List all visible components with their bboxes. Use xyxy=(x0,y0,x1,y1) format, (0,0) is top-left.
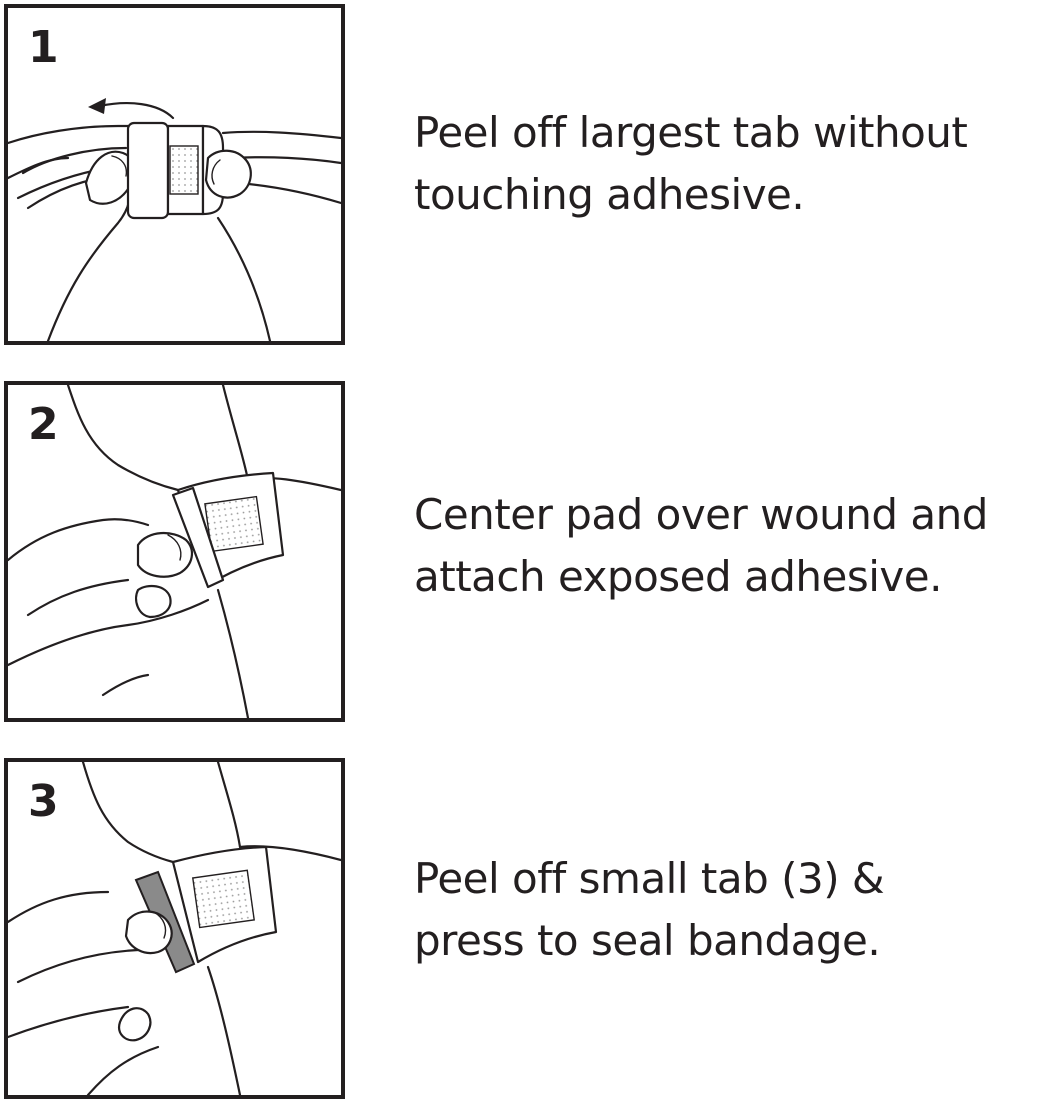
hand-sealing-bandage-on-wrist-icon xyxy=(8,762,341,1095)
step-3-instruction-line-1: Peel off small tab (3) & xyxy=(414,854,885,903)
step-3-instruction: Peel off small tab (3) & press to seal b… xyxy=(414,848,1034,972)
step-2: 2 Center pad over wound and attach e xyxy=(0,377,1041,722)
step-3-illustration-panel: 3 xyxy=(4,758,345,1099)
step-2-illustration-panel: 2 xyxy=(4,381,345,722)
step-1: 1 xyxy=(0,0,1041,345)
step-3: 3 Peel off small tab (3) & pr xyxy=(0,754,1041,1099)
step-2-number: 2 xyxy=(28,399,59,450)
step-1-instruction-line-2: touching adhesive. xyxy=(414,170,805,219)
step-3-instruction-line-2: press to seal bandage. xyxy=(414,916,881,965)
step-1-number: 1 xyxy=(28,22,59,73)
step-2-instruction: Center pad over wound and attach exposed… xyxy=(414,484,1034,608)
step-3-number: 3 xyxy=(28,776,59,827)
step-2-instruction-line-2: attach exposed adhesive. xyxy=(414,552,942,601)
step-1-instruction: Peel off largest tab without touching ad… xyxy=(414,102,1034,226)
hand-applying-bandage-to-wrist-icon xyxy=(8,385,341,718)
hands-peeling-bandage-tab-icon xyxy=(8,98,341,341)
step-1-illustration-panel: 1 xyxy=(4,4,345,345)
step-2-instruction-line-1: Center pad over wound and xyxy=(414,490,988,539)
step-1-instruction-line-1: Peel off largest tab without xyxy=(414,108,968,157)
